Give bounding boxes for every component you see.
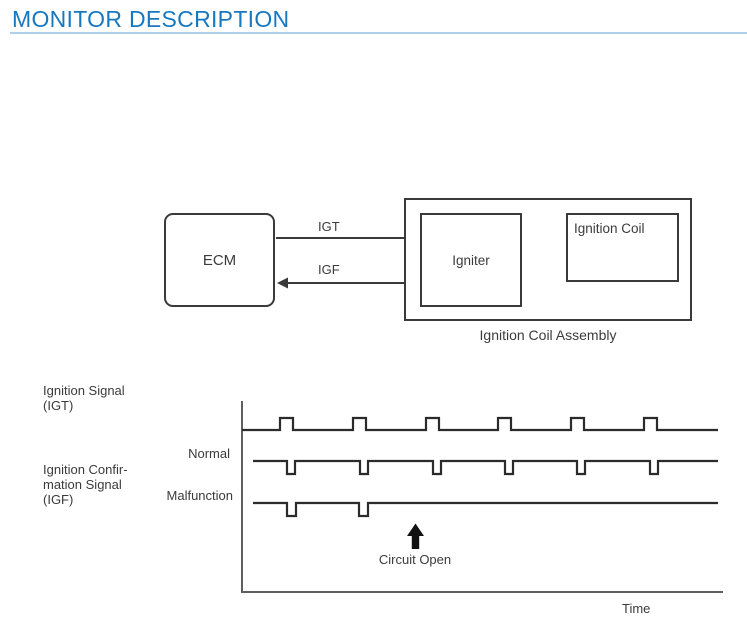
ignition-coil-box: Ignition Coil <box>566 213 679 282</box>
timing-axes <box>241 401 723 593</box>
normal-trace-label: Normal <box>188 446 230 461</box>
igf-arrow-label: IGF <box>318 262 340 277</box>
ignition-confirmation-signal-label: Ignition Confir- mation Signal (IGF) <box>43 462 128 507</box>
ecm-label: ECM <box>202 251 237 269</box>
title-underline-rule <box>10 32 747 34</box>
assembly-caption: Ignition Coil Assembly <box>479 327 617 343</box>
igf-label-line1: Ignition Confir- <box>43 462 128 477</box>
igt-arrow-label: IGT <box>318 219 340 234</box>
igf-label-line2: mation Signal <box>43 477 122 492</box>
ignition-signal-line2: (IGT) <box>43 398 74 413</box>
page-title: MONITOR DESCRIPTION <box>12 6 290 32</box>
ecm-box: ECM <box>164 213 275 307</box>
igf-arrowhead-icon <box>277 277 288 289</box>
circuit-open-annotation: Circuit Open <box>378 552 452 567</box>
ignition-signal-line1: Ignition Signal <box>43 383 125 398</box>
igf-label-line3: (IGF) <box>43 492 74 507</box>
igniter-label: Igniter <box>452 252 490 268</box>
malfunction-trace-label: Malfunction <box>166 488 233 503</box>
ignition-coil-label: Ignition Coil <box>574 221 645 236</box>
igniter-box: Igniter <box>420 213 522 307</box>
waveform-igf-malfunction <box>253 501 718 518</box>
waveform-igf-normal <box>253 459 718 476</box>
circuit-open-up-arrow-icon <box>407 523 424 549</box>
ignition-signal-label: Ignition Signal (IGT) <box>43 383 125 413</box>
waveform-igt <box>242 416 718 432</box>
time-axis-label: Time <box>622 601 651 616</box>
